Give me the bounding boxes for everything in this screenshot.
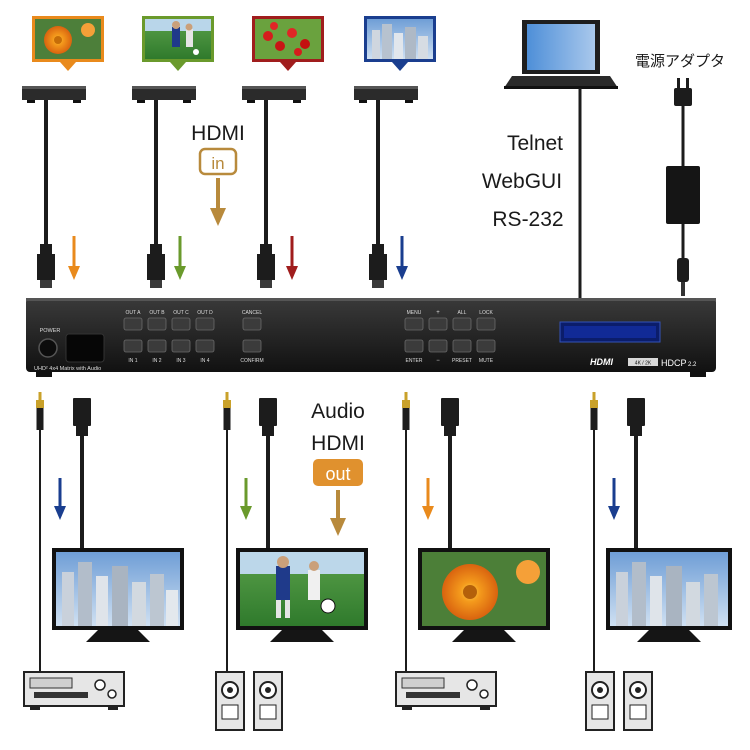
cancel-label: CANCEL [242,310,263,316]
audio-receiver-1 [23,671,125,710]
out-a-label: OUT A [126,310,142,316]
control-label-telnet: Telnet [507,132,563,155]
hdmi-in-arrow [210,178,226,226]
in-badge-frame [198,147,238,176]
in-3-label: IN 3 [176,358,185,364]
output-arrow-3 [422,478,434,520]
menu-button[interactable] [404,317,424,331]
input-cables [44,100,380,248]
in-4-label: IN 4 [200,358,209,364]
in-3-button[interactable] [171,339,191,353]
confirm-label: CONFIRM [240,358,263,364]
source-3-player [242,86,306,103]
enter-label: ENTER [406,358,423,364]
plus-button[interactable] [428,317,448,331]
source-2-display [142,16,214,71]
laptop-icon [504,20,618,89]
source-2-player [132,86,196,103]
in-1-button[interactable] [123,339,143,353]
hdmi-in-title: HDMI [191,122,245,145]
output-audio-cables [39,428,595,676]
output-arrow-1 [54,478,66,520]
power-button[interactable] [38,338,58,358]
output-arrow-4 [608,478,620,520]
out-badge-text: out [325,464,350,484]
audio-jack-plugs [36,392,598,430]
k-badge: 4K / 2K [635,361,652,367]
in-2-button[interactable] [147,339,167,353]
power-adapter-label: 電源アダプタ [635,53,725,70]
lcd-glow [564,326,656,338]
out-c-label: OUT C [173,310,189,316]
output-arrow-2 [240,478,252,520]
in-1-label: IN 1 [128,358,137,364]
out-b-label: OUT B [149,310,165,316]
plus-label: + [436,310,440,316]
power-adapter-icon [666,78,700,296]
minus-label: − [436,358,440,364]
power-label: POWER [40,328,61,334]
ir-window [65,333,105,363]
output-tv-1 [52,548,184,642]
out-d-button[interactable] [195,317,215,331]
out-arrow [330,490,346,536]
confirm-button[interactable] [242,339,262,353]
control-label-webgui: WebGUI [482,170,562,193]
lock-button[interactable] [476,317,496,331]
input-hdmi-plugs [37,244,387,288]
output-tv-4 [606,548,732,642]
in-badge-text: in [211,154,224,173]
output-tv-3 [418,548,550,642]
source-1-player [22,86,86,103]
hdcp-label: HDCP [661,358,687,368]
input-arrow-1 [68,236,80,280]
source-4-player [354,86,418,103]
minus-button[interactable] [428,339,448,353]
control-label-rs232: RS-232 [492,208,563,231]
matrix-device [26,298,716,377]
out-title-audio: Audio [311,400,365,423]
source-3-display [252,16,324,71]
preset-label: PRESET [452,358,472,364]
input-arrow-4 [396,236,408,280]
in-4-button[interactable] [195,339,215,353]
hdcp-version: 2.2 [688,362,697,368]
model-label: UHD² 4x4 Matrix with Audio [34,366,101,372]
input-arrow-3 [286,236,298,280]
input-arrow-2 [174,236,186,280]
speakers-1 [215,671,283,731]
in-2-label: IN 2 [152,358,161,364]
out-badge-frame [313,459,363,486]
output-hdmi-plugs [73,398,645,436]
hdmi-logo: HDMI [590,357,613,367]
out-a-button[interactable] [123,317,143,331]
source-4-display [364,16,436,71]
k-badge-frame [628,358,658,366]
mute-label: MUTE [479,358,494,364]
out-c-button[interactable] [171,317,191,331]
enter-button[interactable] [404,339,424,353]
lock-label: LOCK [479,310,493,316]
preset-button[interactable] [452,339,472,353]
cancel-button[interactable] [242,317,262,331]
menu-label: MENU [407,310,422,316]
out-title-hdmi: HDMI [311,432,365,455]
output-hdmi-cables [80,436,638,548]
output-tv-2 [236,548,368,642]
out-d-label: OUT D [197,310,213,316]
mute-button[interactable] [476,339,496,353]
source-1-display [32,16,104,71]
out-b-button[interactable] [147,317,167,331]
all-label: ALL [458,310,467,316]
audio-receiver-2 [395,671,497,710]
all-button[interactable] [452,317,472,331]
speakers-2 [585,671,653,731]
